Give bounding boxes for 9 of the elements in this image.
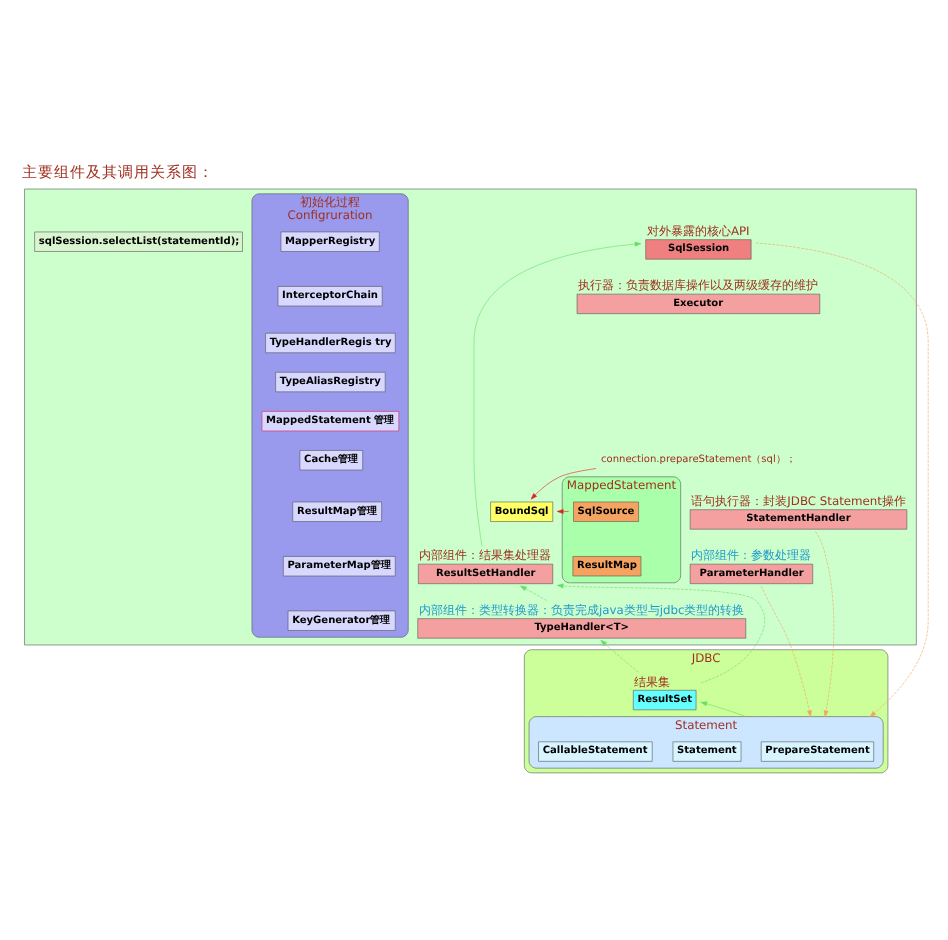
arrow — [755, 242, 929, 717]
arrow — [556, 509, 569, 514]
arrow — [520, 585, 548, 601]
arrow — [700, 701, 747, 717]
arrow — [815, 531, 835, 717]
arrow — [760, 585, 812, 717]
arrow — [600, 639, 639, 673]
arrow — [530, 468, 597, 500]
arrow — [557, 583, 766, 684]
